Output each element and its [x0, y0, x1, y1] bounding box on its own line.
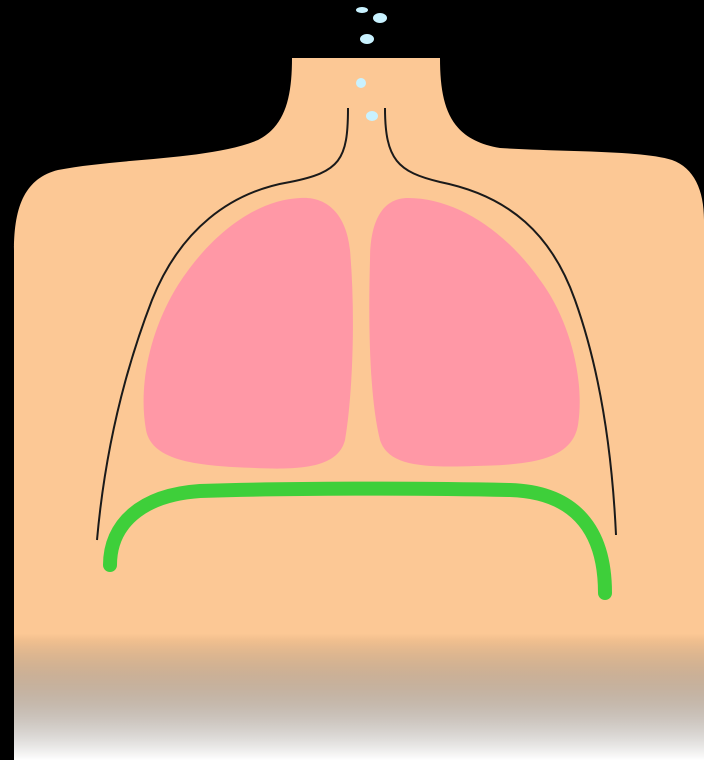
air-bubble [373, 13, 387, 23]
air-bubble [356, 7, 368, 13]
bottom-fade [14, 640, 704, 760]
air-bubble [366, 111, 378, 121]
air-bubble [356, 78, 366, 88]
air-bubble [360, 34, 374, 44]
